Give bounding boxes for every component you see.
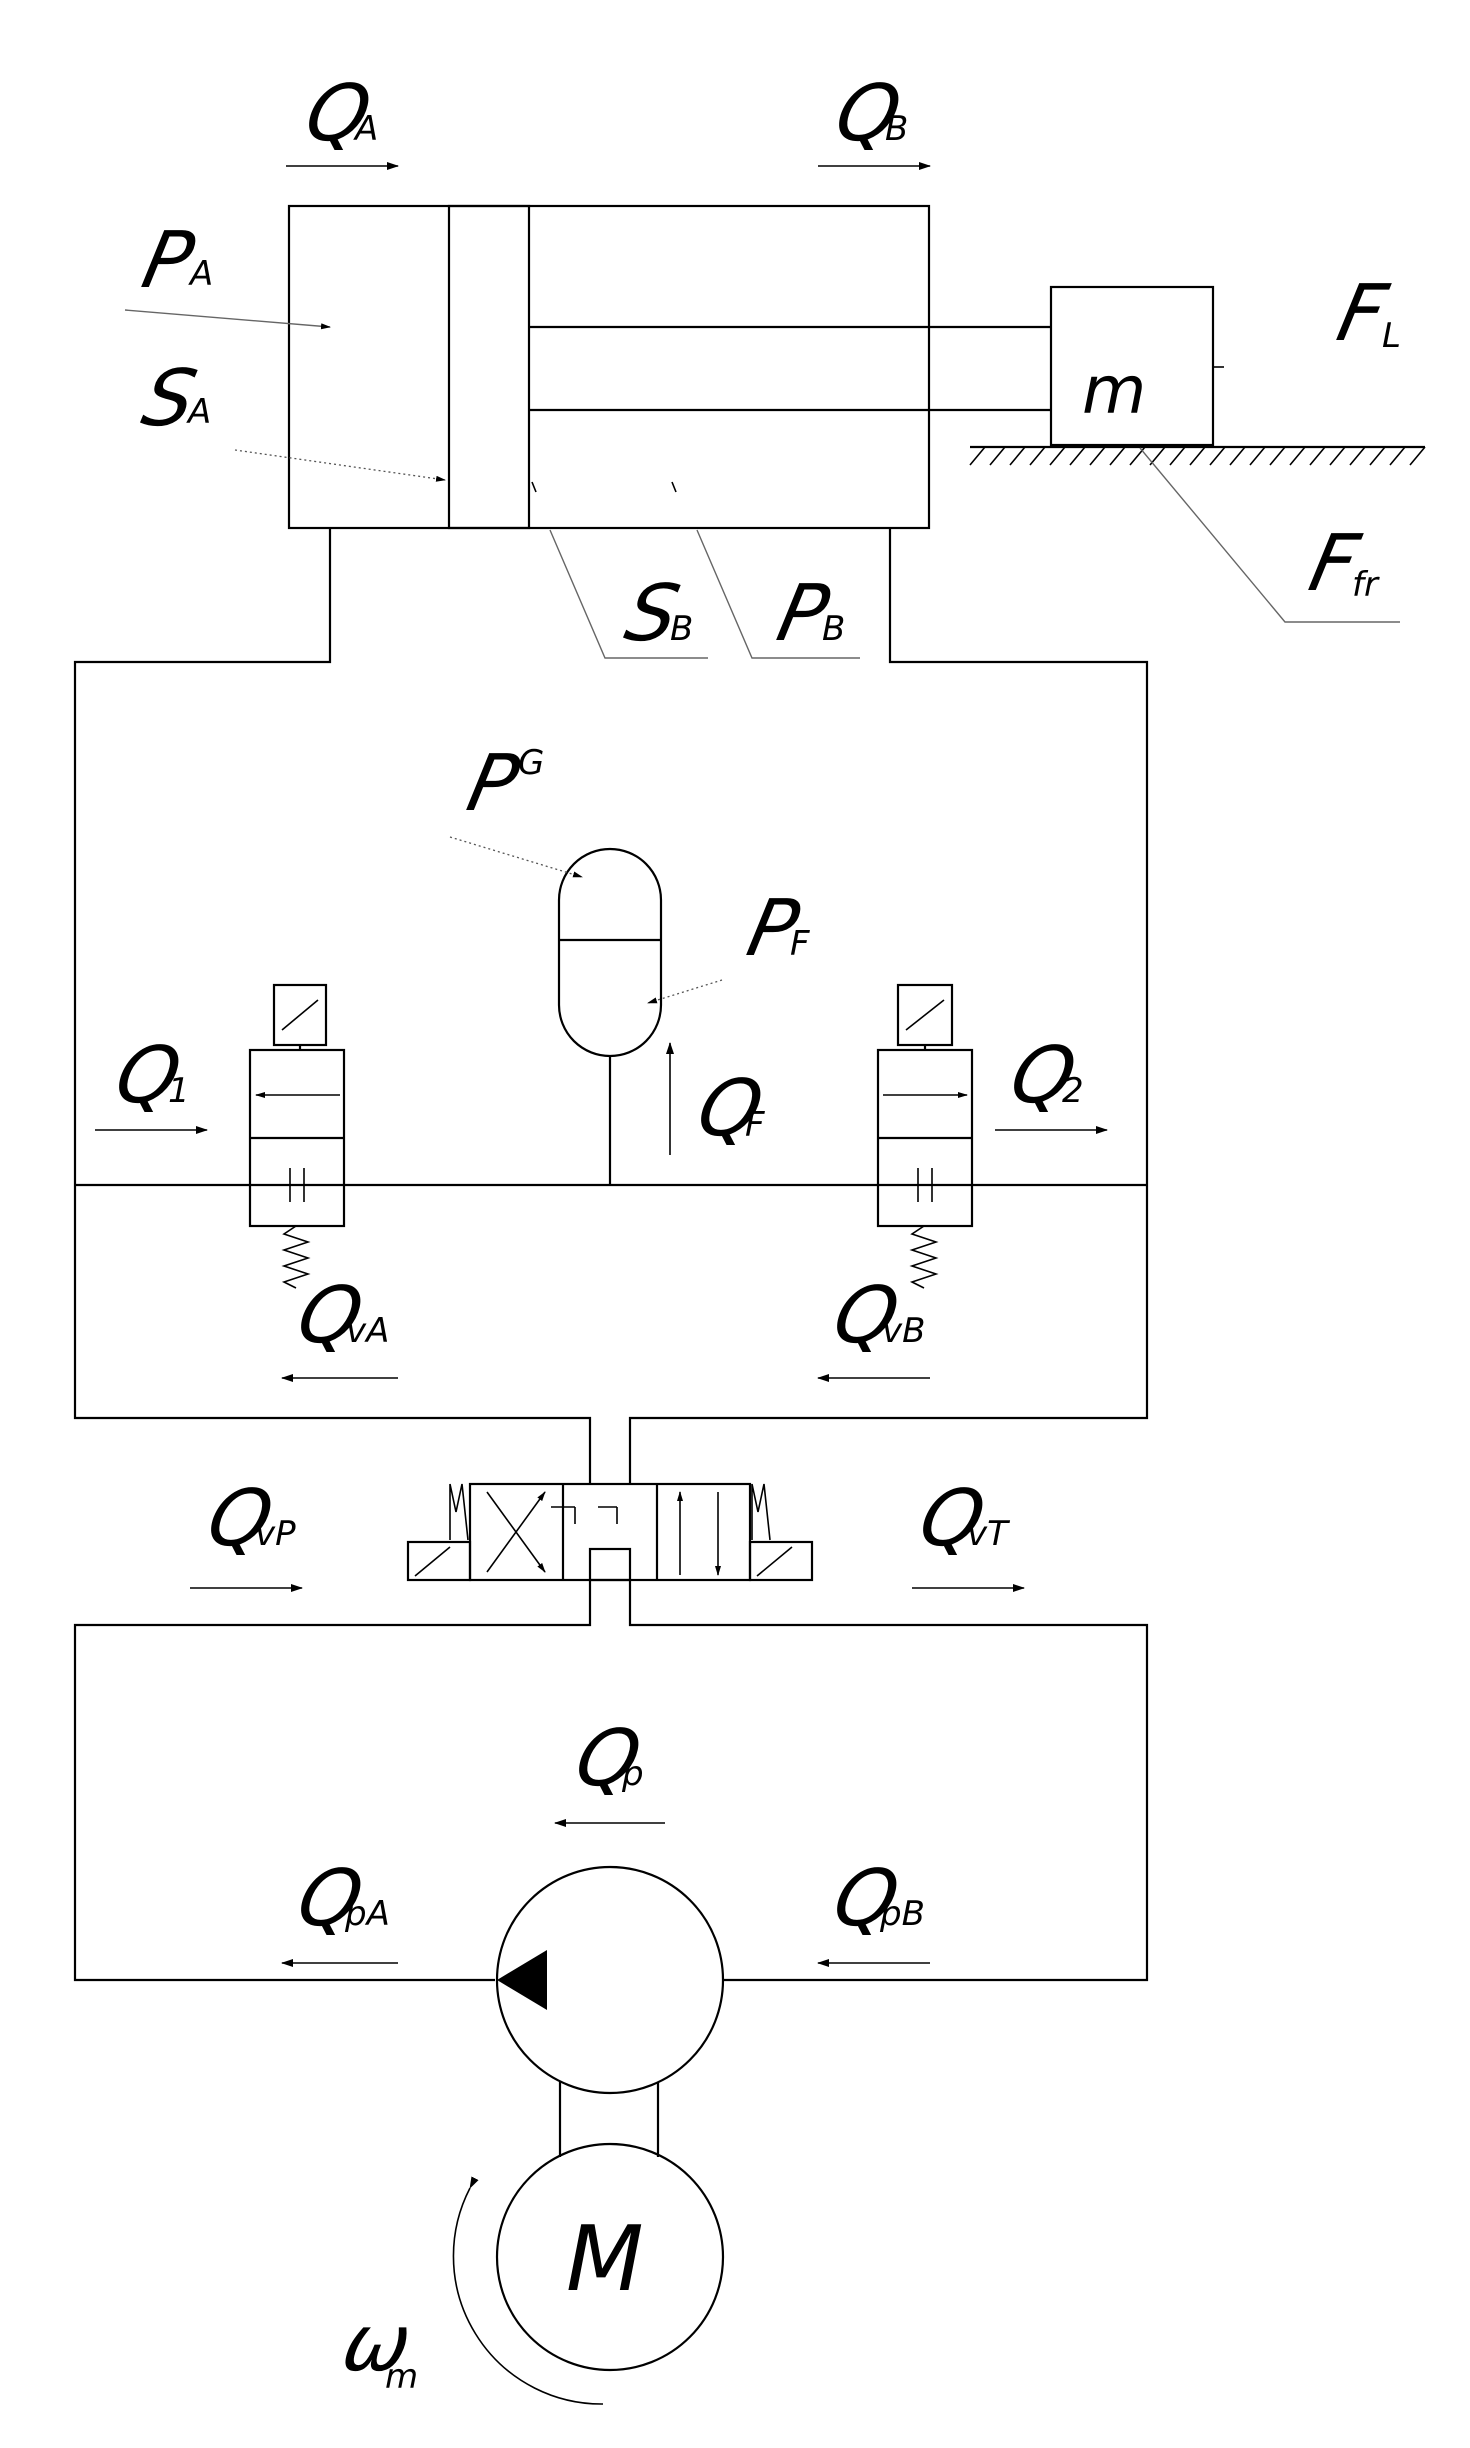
hydraulic-cylinder	[287, 204, 1051, 530]
motor-label: M	[566, 2207, 644, 2312]
solenoid-valve-a	[248, 983, 346, 1289]
label-p-a: P A	[134, 214, 213, 307]
dcv-spring-right	[751, 1483, 771, 1541]
svg-text:B: B	[885, 109, 908, 149]
svg-text:L: L	[1382, 316, 1401, 356]
svg-text:Q: Q	[568, 1713, 649, 1804]
label-p-f: P F	[739, 882, 810, 975]
rotation-arrow	[452, 2176, 604, 2405]
svg-text:A: A	[188, 254, 213, 294]
svg-text:vA: vA	[346, 1311, 389, 1351]
electric-motor: M	[495, 2142, 725, 2372]
label-q-vt: Q vT	[911, 1472, 1010, 1565]
cylinder-barrel	[287, 204, 931, 530]
leader-p-g	[449, 836, 583, 878]
leader-lines	[124, 309, 1400, 1004]
cylinder-piston	[447, 204, 531, 530]
load-mass: m	[1049, 285, 1224, 447]
svg-text:m: m	[385, 2357, 418, 2397]
svg-text:Q: Q	[200, 1473, 281, 1564]
label-p-g: P G	[459, 737, 544, 830]
line-port-a	[73, 528, 592, 1484]
mass-label: m	[1082, 352, 1146, 429]
label-q-b: Q B	[827, 67, 910, 160]
svg-text:F: F	[745, 1105, 765, 1145]
ground-hatching	[969, 445, 1426, 466]
svg-text:vT: vT	[967, 1514, 1010, 1554]
valve-spool-body	[468, 1482, 752, 1582]
svg-text:vP: vP	[255, 1514, 296, 1554]
label-f-fr: F fr	[1301, 517, 1380, 610]
svg-text:pB: pB	[879, 1894, 925, 1934]
label-q-2: Q 2	[1002, 1029, 1085, 1122]
spring-b	[909, 1225, 939, 1289]
label-q-va: Q vA	[289, 1269, 389, 1362]
svg-text:p: p	[621, 1754, 644, 1794]
hydraulic-lines	[73, 528, 1149, 1982]
dcv-spring-left	[449, 1483, 469, 1541]
leader-p-f	[647, 979, 723, 1004]
flow-arrows	[95, 162, 1108, 1967]
label-q-vp: Q vP	[199, 1472, 296, 1565]
label-s-b: S B	[617, 567, 693, 660]
label-q-f: Q F	[689, 1062, 772, 1155]
svg-text:1: 1	[168, 1071, 190, 1111]
leader-s-a	[234, 449, 446, 482]
label-q-1: Q 1	[107, 1029, 190, 1122]
dcv-solenoid-left	[406, 1540, 472, 1582]
svg-text:B: B	[822, 609, 845, 649]
label-p-b: P B	[769, 567, 845, 660]
line-port-b	[628, 528, 1149, 1484]
leader-p-a	[124, 309, 331, 330]
svg-text:B: B	[670, 609, 693, 649]
labels: Q A Q B P A S A F L F fr S B P B	[107, 67, 1401, 2397]
leader-s-b	[549, 529, 708, 659]
svg-text:A: A	[353, 109, 378, 149]
svg-text:pA: pA	[344, 1894, 390, 1934]
label-q-p: Q p	[567, 1712, 650, 1805]
leader-p-b	[696, 529, 860, 659]
pump-direction-triangle	[497, 1950, 547, 2010]
label-q-pb: Q pB	[825, 1852, 925, 1945]
label-omega-m: ω m	[334, 2297, 421, 2397]
label-q-a: Q A	[297, 67, 380, 160]
svg-text:2: 2	[1062, 1071, 1084, 1111]
svg-text:vB: vB	[882, 1311, 925, 1351]
svg-text:fr: fr	[1352, 565, 1380, 605]
piston-annulus-marks	[531, 481, 677, 493]
label-q-vb: Q vB	[825, 1269, 925, 1362]
hydraulic-pump	[495, 1865, 725, 2095]
label-f-l: F L	[1329, 267, 1401, 360]
dcv-solenoid-right	[748, 1540, 814, 1582]
directional-control-valve	[406, 1482, 814, 1582]
leader-f-fr	[1139, 447, 1400, 623]
hydraulic-accumulator	[557, 847, 663, 1058]
svg-text:A: A	[186, 392, 211, 432]
svg-text:F: F	[790, 924, 810, 964]
line-pump-pressure	[73, 1580, 592, 1982]
line-pump-tank	[628, 1580, 1149, 1982]
label-s-a: S A	[134, 352, 211, 445]
svg-text:G: G	[518, 743, 544, 783]
spring-a	[281, 1225, 311, 1289]
solenoid-valve-b	[876, 983, 974, 1289]
piston-rod	[529, 325, 1051, 412]
svg-text:P: P	[460, 738, 527, 829]
mass-block	[1049, 285, 1215, 447]
label-q-pa: Q pA	[289, 1852, 390, 1945]
drive-shaft	[558, 2082, 660, 2157]
